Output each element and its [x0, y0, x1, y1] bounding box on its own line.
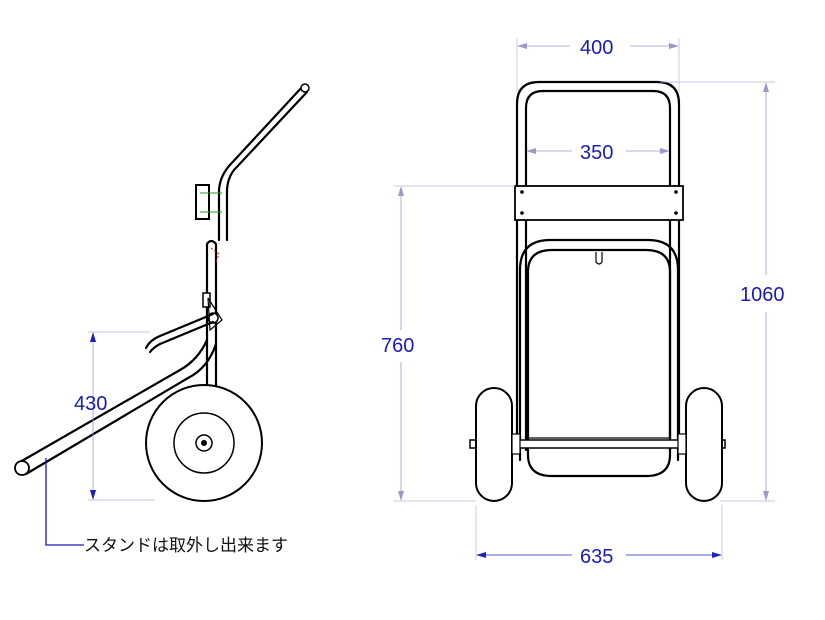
front-left-hub	[511, 433, 521, 455]
frame-height-arrow-bottom	[398, 491, 404, 501]
side-dim-arrow-top	[90, 332, 96, 342]
side-stand-foot-cap	[14, 460, 30, 476]
wheel-track-label: 635	[580, 546, 613, 568]
frame-height-dimension: 760	[381, 185, 515, 502]
side-stand-lever	[144, 312, 215, 354]
front-plate-bolt-tr	[674, 190, 678, 194]
total-height-arrow-top	[763, 82, 769, 92]
front-lower-frame-outer	[518, 238, 680, 462]
front-view	[469, 80, 726, 502]
total-height-dimension: 1060	[660, 81, 785, 502]
front-left-wheel	[475, 387, 513, 502]
outer-width-arrow-right	[669, 43, 679, 49]
wheel-track-arrow-right	[712, 552, 722, 558]
side-red-hidden-mark	[210, 247, 220, 263]
total-height-label: 1060	[740, 284, 785, 306]
inner-width-label: 350	[580, 142, 613, 164]
front-plate-bolt-tl	[520, 190, 524, 194]
front-inner-handle-loop	[524, 89, 672, 452]
front-plate-bolt-bl	[520, 211, 524, 215]
stand-removable-note: スタンドは取外し出来ます	[84, 536, 288, 556]
front-right-hub	[677, 433, 687, 455]
front-outer-handle-loop	[515, 80, 681, 452]
side-handle-tube	[217, 84, 305, 242]
side-dim-arrow-bottom	[90, 490, 96, 500]
front-plate-bolt-br	[674, 211, 678, 215]
side-view	[14, 83, 310, 502]
inner-width-arrow-left	[526, 148, 536, 154]
wheel-track-dimension: 635	[475, 505, 723, 568]
frame-height-label: 760	[381, 335, 414, 357]
total-height-arrow-bottom	[763, 491, 769, 501]
side-handle-grip-cap	[300, 83, 310, 93]
stand-note: スタンドは取外し出来ます	[45, 458, 288, 556]
outer-width-arrow-left	[517, 43, 527, 49]
outer-width-label: 400	[580, 37, 613, 59]
side-handle-tube-inner	[225, 90, 309, 242]
front-cross-plate	[514, 185, 684, 221]
front-axle	[469, 439, 726, 449]
frame-height-arrow-top	[398, 186, 404, 196]
front-right-wheel	[685, 387, 723, 502]
outer-width-dimension: 400	[516, 37, 680, 92]
wheel-track-arrow-left	[476, 552, 486, 558]
side-lever-link	[207, 297, 223, 332]
front-lower-frame-bottom	[526, 453, 672, 478]
note-leader-line	[45, 458, 84, 546]
front-lower-frame-inner	[526, 248, 672, 457]
front-center-tab	[595, 252, 603, 265]
side-wheel-rim	[173, 412, 235, 474]
side-latch-plate	[202, 292, 211, 308]
side-bracket-block	[195, 184, 210, 220]
stand-height-label: 430	[74, 393, 107, 415]
inner-width-arrow-right	[660, 148, 670, 154]
side-wheel-axle	[201, 440, 207, 446]
side-height-dimension: 430	[74, 331, 155, 501]
inner-width-dimension: 350	[526, 142, 670, 164]
side-stand-leg	[18, 338, 218, 476]
